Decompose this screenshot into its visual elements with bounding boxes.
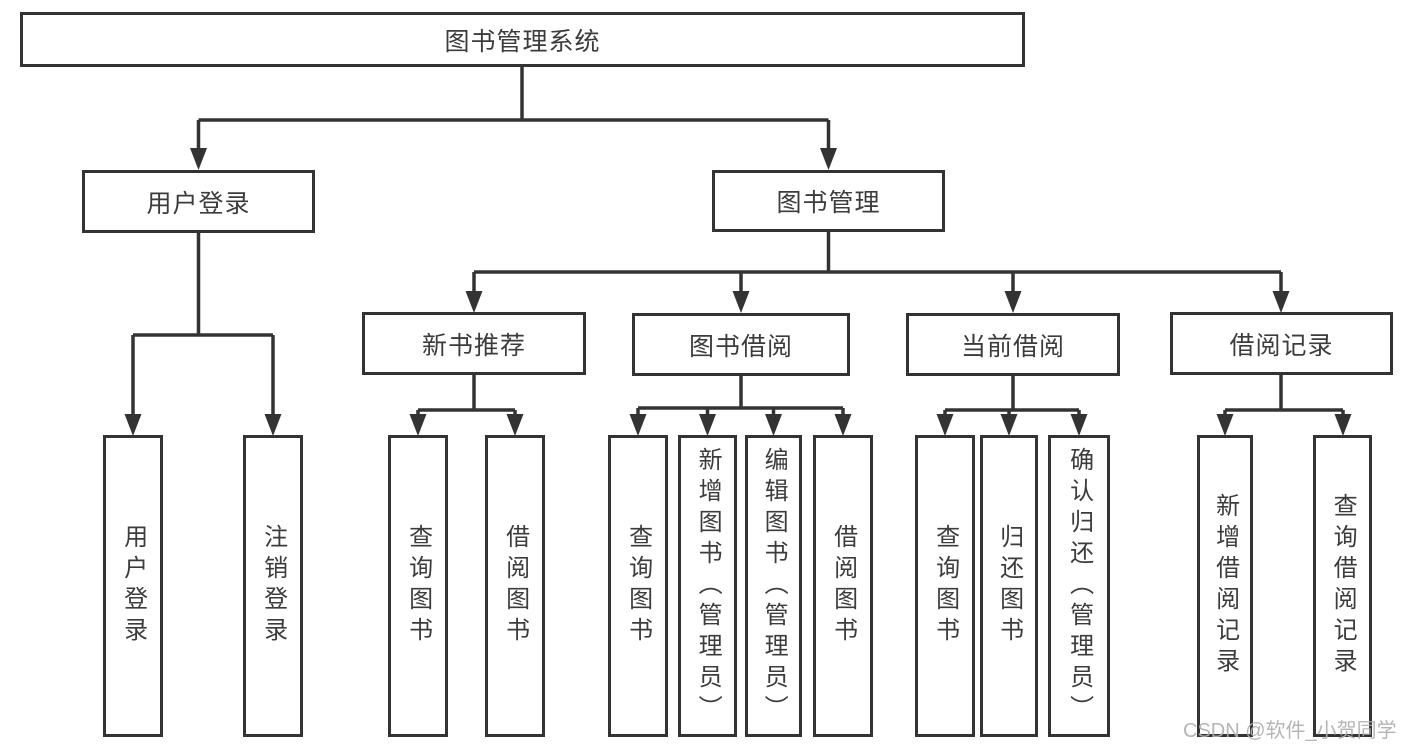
leaf-borrow-books: 借阅图书 [813,435,873,737]
leaf-return-books: 归还图书 [980,435,1038,737]
node-label: 图书借阅 [688,332,793,361]
node-label: 借阅图书 [501,524,529,648]
branch-root [190,67,837,170]
node-label: 新增借阅记录 [1211,493,1239,679]
branch-book-management [465,232,1290,313]
node-label: 图书管理 [776,189,881,217]
branch-current-borrowing [936,376,1088,436]
node-label: 注销登录 [259,524,287,648]
leaf-user-login: 用户登录 [103,435,163,737]
branch-book-borrowing [629,376,852,436]
node-label: 用户登录 [146,189,251,218]
leaf-query-books-current: 查询图书 [915,435,975,737]
branch-borrowing-records [1216,375,1352,436]
node-label: 用户登录 [119,524,147,648]
leaf-query-books-recommend: 查询图书 [388,435,448,737]
leaf-add-borrow-record: 新增借阅记录 [1197,435,1253,737]
node-book-borrowing: 图书借阅 [632,313,850,376]
node-label: 当前借阅 [960,332,1065,361]
leaf-edit-books-admin: 编辑图书（管理员） [745,435,802,737]
leaf-logout: 注销登录 [243,435,303,737]
leaf-borrow-books-recommend: 借阅图书 [485,435,545,737]
csdn-watermark: CSDN @软件_小贺同学 [1183,720,1397,742]
node-library-management-system: 图书管理系统 [20,12,1025,67]
leaf-add-books-admin: 新增图书（管理员） [678,435,737,737]
node-label: 确认归还（管理员） [1065,446,1093,726]
node-label: 借阅图书 [829,524,857,648]
node-borrowing-records: 借阅记录 [1170,312,1393,375]
node-user-login: 用户登录 [82,170,315,233]
node-label: 查询图书 [404,524,432,648]
leaf-confirm-return-admin: 确认归还（管理员） [1048,435,1110,737]
node-label: 编辑图书（管理员） [760,446,788,726]
node-current-borrowing: 当前借阅 [906,313,1120,376]
leaf-query-borrow-record: 查询借阅记录 [1313,435,1372,737]
node-label: 图书管理系统 [444,27,601,56]
node-new-book-recommend: 新书推荐 [362,312,586,375]
node-label: 查询图书 [931,524,959,648]
node-label: 查询图书 [624,524,652,648]
node-label: 借阅记录 [1229,331,1334,360]
branch-new-book-recommend [409,375,524,436]
node-label: 新书推荐 [421,331,526,360]
leaf-query-books-borrowing: 查询图书 [608,435,668,737]
node-label: 新增图书（管理员） [694,446,722,726]
node-label: 查询借阅记录 [1329,493,1357,679]
branch-user-login [124,233,282,436]
node-book-management: 图书管理 [712,170,945,232]
node-label: 归还图书 [995,524,1023,648]
